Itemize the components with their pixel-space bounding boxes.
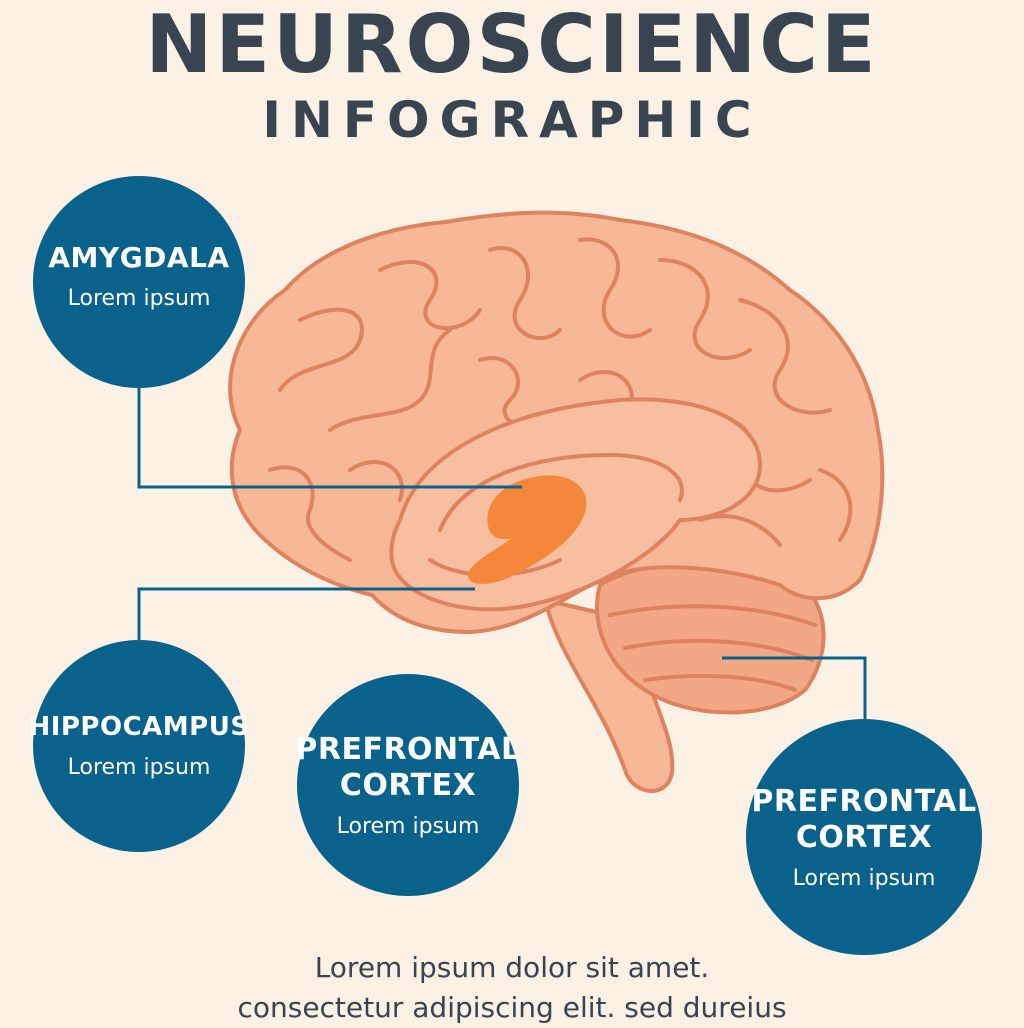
callout-prefrontal-cortex-center: PREFRONTAL CORTEX Lorem ipsum <box>295 674 521 896</box>
brain-fold <box>818 468 853 542</box>
limbic-inner <box>438 453 684 532</box>
callout-hippocampus-name: HIPPOCAMPUS <box>28 711 250 742</box>
brain-fold <box>488 246 562 341</box>
brain-fold <box>348 459 404 502</box>
brain-fold <box>268 465 352 562</box>
callout-prefrontal-cortex-right: PREFRONTAL CORTEX Lorem ipsum <box>746 719 982 955</box>
callout-amygdala: AMYGDALA Lorem ipsum <box>33 176 245 388</box>
leader-line-amygdala <box>137 388 522 489</box>
infographic-subtitle: INFOGRAPHIC <box>262 91 762 149</box>
highlight-region <box>468 475 587 584</box>
callout-prefrontal-cortex-name: PREFRONTAL CORTEX <box>295 731 521 803</box>
footer-text-line-1: Lorem ipsum dolor sit amet. <box>314 951 710 984</box>
brain-fold <box>658 258 752 361</box>
callout-amygdala-name: AMYGDALA <box>48 240 230 274</box>
callout-prefrontal-cortex-name: PREFRONTAL CORTEX <box>751 783 977 855</box>
cerebellum-fold <box>623 638 814 662</box>
callout-hippocampus-description: Lorem ipsum <box>67 754 211 780</box>
brain-fold <box>578 237 652 339</box>
callout-prefrontal-cortex-description: Lorem ipsum <box>336 813 480 839</box>
callout-amygdala-description: Lorem ipsum <box>67 285 211 311</box>
brain-fold <box>378 259 482 331</box>
callout-prefrontal-cortex-description: Lorem ipsum <box>792 865 936 891</box>
brain-fold <box>328 328 452 432</box>
cerebellum-fold <box>608 604 817 627</box>
cerebellum-fold <box>643 673 797 692</box>
callout-hippocampus: HIPPOCAMPUS Lorem ipsum <box>28 640 249 852</box>
footer-text-line-2: consectetur adipiscing elit. sed dureius <box>237 991 787 1024</box>
leader-line-hippocampus <box>137 587 475 640</box>
brain-fold <box>278 307 364 392</box>
brain-fold <box>738 298 832 415</box>
leader-line-prefrontal-cortex <box>722 656 867 719</box>
infographic-title: NEUROSCIENCE <box>145 0 879 91</box>
